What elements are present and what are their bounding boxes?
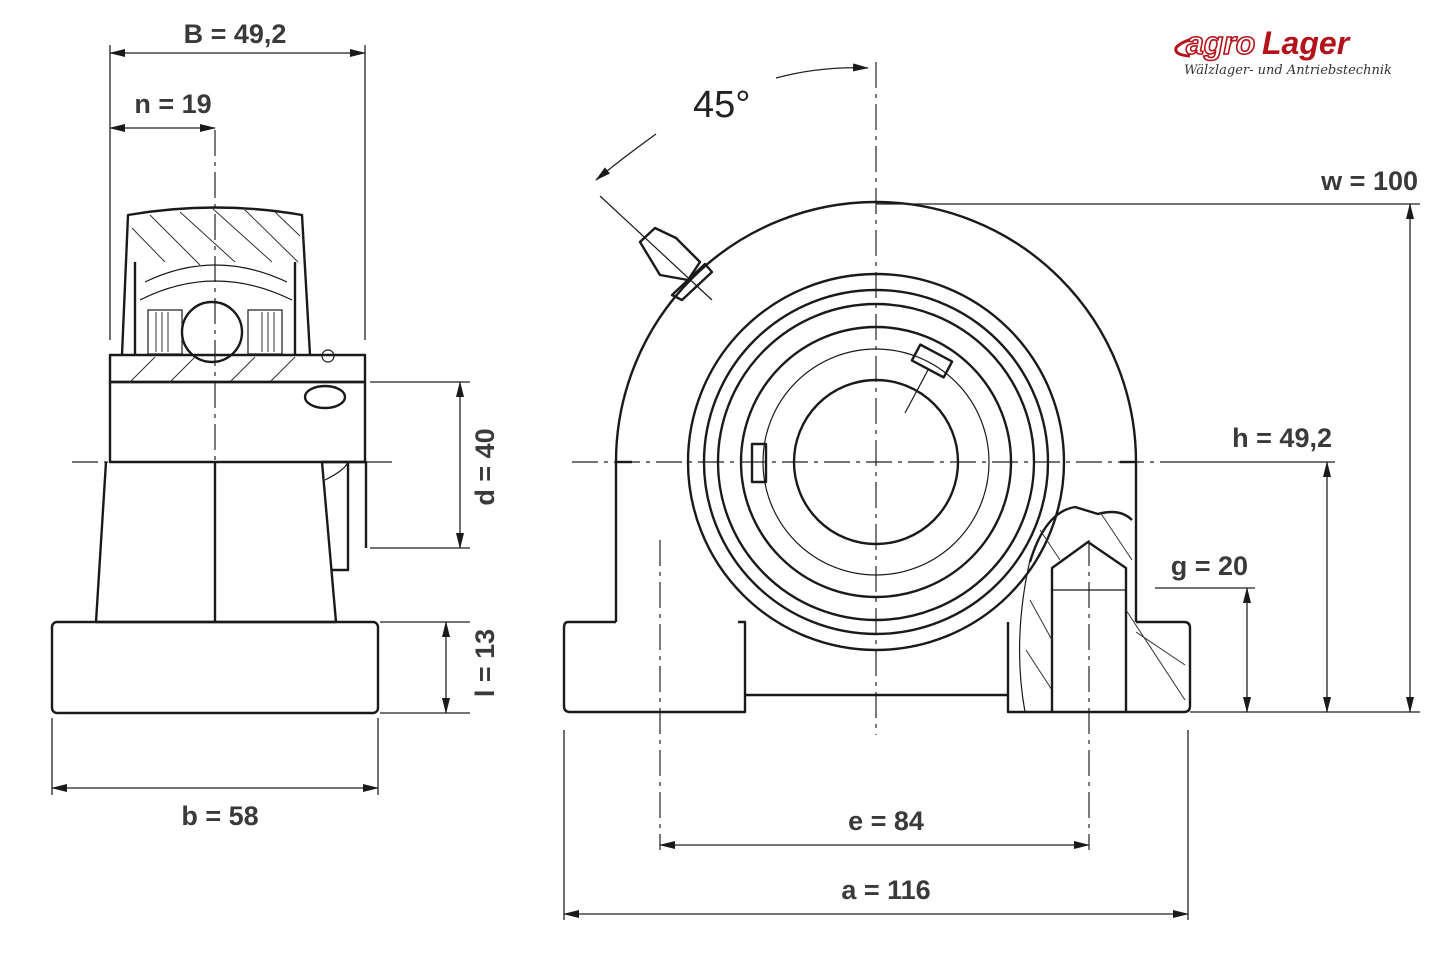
logo-suffix: Lager — [1262, 25, 1351, 61]
front-inner-ring — [762, 348, 990, 576]
grease-nipple — [599, 195, 714, 302]
dim-B-label: B = 49,2 — [184, 19, 287, 49]
company-logo: agro Lager Wälzlager- und Antriebstechni… — [1174, 24, 1392, 78]
side-set-screw — [303, 384, 347, 410]
front-set-screw-axis — [904, 369, 929, 414]
front-view: 45° w = 100 h = 49,2 g = 20 e = 84 a = 1… — [562, 62, 1420, 920]
front-bolt-section — [1050, 540, 1128, 712]
side-screw-head — [324, 461, 349, 481]
logo-prefix: agro — [1186, 25, 1255, 61]
front-bore — [792, 378, 960, 546]
side-shaft-section — [108, 380, 367, 464]
dim-h-label: h = 49,2 — [1232, 423, 1332, 453]
dim-w-label: w = 100 — [1320, 166, 1418, 196]
front-set-screw-top — [910, 343, 954, 379]
dim-e-label: e = 84 — [848, 806, 924, 836]
side-housing-cap — [120, 206, 312, 356]
dim-l-label: l = 13 — [470, 629, 500, 697]
front-lock-left — [750, 442, 768, 484]
side-seal-lines — [155, 312, 275, 352]
dim-n-label: n = 19 — [134, 89, 211, 119]
side-bearing-outer-ring-inner — [144, 264, 288, 283]
dim-b-label: b = 58 — [181, 801, 258, 831]
dim-a-label: a = 116 — [841, 875, 930, 905]
front-section-cut — [1028, 505, 1133, 563]
front-ring-2 — [702, 288, 1050, 636]
front-section-break — [1018, 559, 1031, 713]
side-base-plate — [50, 620, 380, 715]
side-shaft-extension — [348, 460, 368, 548]
front-base-left — [562, 620, 747, 714]
logo-tagline: Wälzlager- und Antriebstechnik — [1184, 63, 1392, 78]
side-collar-hatching — [129, 356, 296, 383]
front-section-hatching — [1025, 511, 1186, 701]
side-cap-hatching — [131, 207, 301, 266]
side-lock-pin — [321, 349, 335, 363]
dim-d-label: d = 40 — [470, 428, 500, 505]
side-inner-ring-collar — [108, 353, 367, 384]
front-ring-outer — [686, 272, 1066, 652]
side-view: B = 49,2 n = 19 d = 40 l = 13 b = 58 — [50, 19, 500, 831]
side-bearing-ball — [180, 300, 244, 364]
logo-swoosh — [1174, 36, 1197, 58]
front-base-right — [1006, 620, 1192, 714]
side-cage-left — [147, 309, 183, 355]
front-housing-outline — [614, 200, 1138, 622]
front-ring-4 — [739, 325, 1013, 599]
side-pedestal-step — [322, 460, 350, 572]
side-cage-right — [247, 309, 283, 355]
front-ring-3 — [716, 302, 1036, 622]
dim-g-label: g = 20 — [1171, 551, 1248, 581]
side-bearing-outer-ring — [139, 280, 293, 301]
dim-angle-arc-left — [595, 133, 657, 181]
dim-angle-arc-top — [775, 63, 869, 79]
dim-angle-label: 45° — [693, 84, 750, 126]
